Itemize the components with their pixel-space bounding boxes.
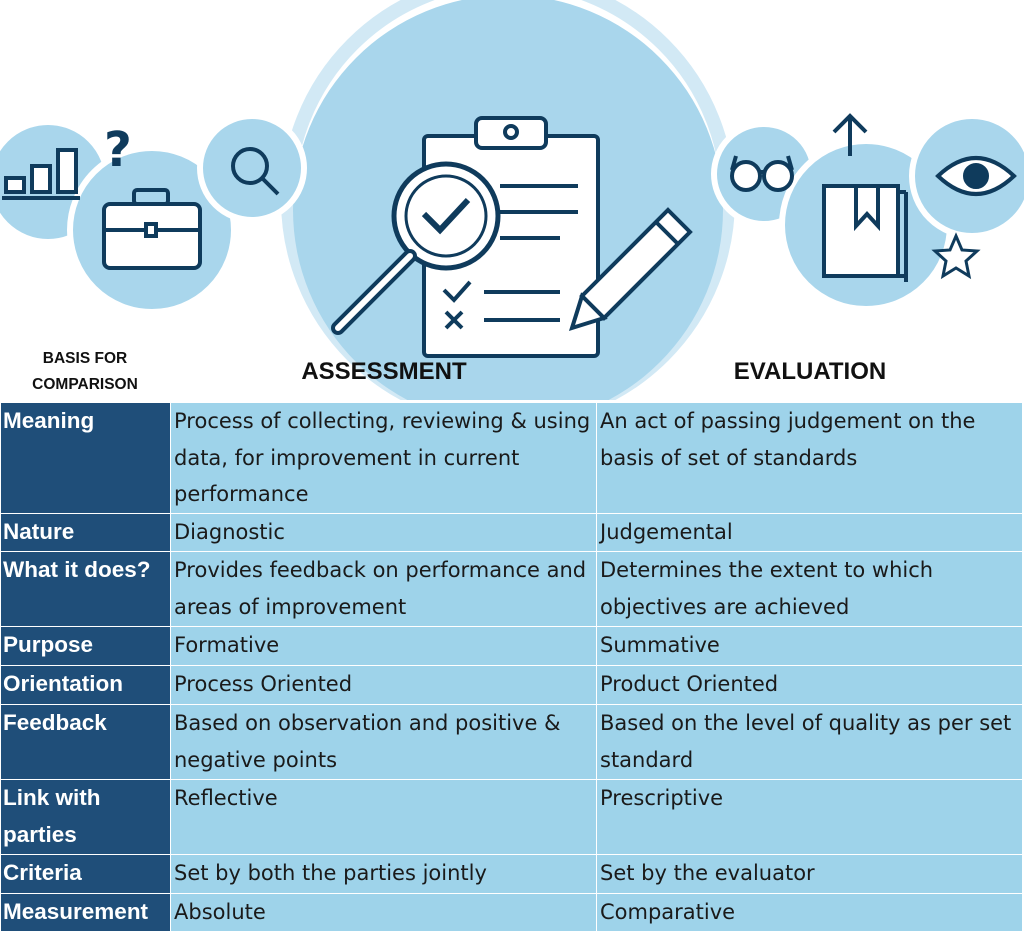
assessment-cell: Absolute <box>170 893 597 932</box>
question-mark-icon: ? <box>104 122 132 178</box>
evaluation-cell: Set by the evaluator <box>596 854 1023 894</box>
table-row: Feedback Based on observation and positi… <box>0 704 1023 780</box>
arrow-up-icon <box>832 113 868 156</box>
assessment-cell: Provides feedback on performance and are… <box>170 551 597 627</box>
table-row: Measurement Absolute Comparative <box>0 893 1023 932</box>
assessment-cell: Diagnostic <box>170 513 597 552</box>
assessment-cell: Set by both the parties jointly <box>170 854 597 894</box>
bar-chart-icon <box>2 148 80 200</box>
briefcase-icon <box>102 188 202 270</box>
row-label-criteria: Criteria <box>0 854 171 894</box>
assessment-cell: Based on observation and positive & nega… <box>170 704 597 780</box>
table-row: Link with parties Reflective Prescriptiv… <box>0 779 1023 855</box>
assessment-column-header: ASSESSMENT <box>301 358 467 385</box>
evaluation-cell: Prescriptive <box>596 779 1023 855</box>
magnifier-small-icon <box>231 147 280 196</box>
row-label-orientation: Orientation <box>0 665 171 705</box>
row-label-meaning: Meaning <box>0 402 171 514</box>
row-label-what-it-does: What it does? <box>0 551 171 627</box>
book-icon <box>822 184 908 282</box>
evaluation-column-header: EVALUATION <box>733 358 887 385</box>
header-illustration: ? <box>0 0 1024 400</box>
pencil-icon <box>568 207 693 332</box>
evaluation-cell: Determines the extent to which objective… <box>596 551 1023 627</box>
table-row: Criteria Set by both the parties jointly… <box>0 854 1023 894</box>
table-row: Orientation Process Oriented Product Ori… <box>0 665 1023 705</box>
table-row: What it does? Provides feedback on perfo… <box>0 551 1023 627</box>
evaluation-cell: Comparative <box>596 893 1023 932</box>
assessment-cell: Process of collecting, reviewing & using… <box>170 402 597 514</box>
assessment-cell: Formative <box>170 626 597 666</box>
table-row: Meaning Process of collecting, reviewing… <box>0 402 1023 514</box>
evaluation-cell: Product Oriented <box>596 665 1023 705</box>
assessment-cell: Reflective <box>170 779 597 855</box>
row-label-feedback: Feedback <box>0 704 171 780</box>
row-label-purpose: Purpose <box>0 626 171 666</box>
row-label-link-with-parties: Link with parties <box>0 779 171 855</box>
table-row: Purpose Formative Summative <box>0 626 1023 666</box>
glasses-icon <box>730 155 794 192</box>
star-icon <box>931 232 981 280</box>
magnifier-large-icon <box>331 161 501 335</box>
evaluation-cell: Judgemental <box>596 513 1023 552</box>
eye-icon <box>935 156 1017 196</box>
evaluation-cell: An act of passing judgement on the basis… <box>596 402 1023 514</box>
table-row: Nature Diagnostic Judgemental <box>0 513 1023 552</box>
comparison-table: Meaning Process of collecting, reviewing… <box>0 402 1023 932</box>
basis-for-comparison-header: BASIS FOR COMPARISON <box>32 350 138 393</box>
svg-text:?: ? <box>104 122 132 178</box>
row-label-measurement: Measurement <box>0 893 171 932</box>
evaluation-cell: Based on the level of quality as per set… <box>596 704 1023 780</box>
assessment-cell: Process Oriented <box>170 665 597 705</box>
evaluation-cell: Summative <box>596 626 1023 666</box>
row-label-nature: Nature <box>0 513 171 552</box>
